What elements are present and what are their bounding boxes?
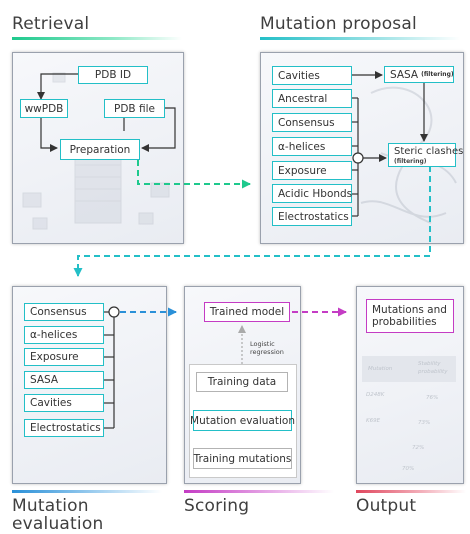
mutation-evaluation-underline (12, 490, 162, 493)
evaluation-arrows (104, 311, 115, 429)
proposal-feature-ancestral: Ancestral (272, 89, 352, 108)
output-underline (356, 490, 466, 493)
pdb-file-box: PDB file (104, 99, 165, 118)
trained-model-box: Trained model (204, 302, 290, 322)
row-2-prob: 72% (412, 445, 425, 451)
scoring-heading: Scoring (184, 496, 250, 516)
training-mutations-box: Training mutations (193, 448, 292, 469)
sasa-filter-box: SASA (filtering) (384, 66, 454, 83)
mutation-evaluation-heading-line1: Mutation (12, 496, 89, 516)
steric-clashes-box: Steric clashes (filtering) (388, 143, 463, 167)
proposal-merge-node (352, 152, 364, 164)
sasa-filter-note: (filtering) (421, 71, 454, 78)
output-heading: Output (356, 496, 417, 516)
mutation-evaluation-box: Mutation evaluation (190, 410, 295, 431)
evaluation-feature-consensus: Consensus (24, 303, 104, 321)
evaluation-feature-exposure: Exposure (24, 348, 104, 366)
regression-line2: regression (250, 348, 284, 356)
result-line2: probabilities (372, 316, 437, 328)
proposal-feature-exposure: Exposure (272, 161, 352, 180)
row-0-prob: 76% (426, 395, 439, 401)
retrieval-heading: Retrieval (12, 14, 90, 34)
row-3-prob: 70% (402, 466, 415, 472)
sasa-label: SASA (390, 68, 419, 81)
evaluation-feature-cavities: Cavities (24, 394, 104, 412)
faded-results-table: Mutation Stability probability D248K 76%… (358, 350, 460, 478)
result-line1: Mutations and (372, 304, 447, 316)
row-0-mutation: D248K (366, 392, 385, 398)
proposal-feature-electrostatics: Electrostatics (272, 207, 352, 226)
evaluation-feature-electrostatics: Electrostatics (24, 419, 104, 437)
proposal-feature-acidic-hbonds: Acidic Hbonds (272, 184, 352, 203)
training-data-box: Training data (196, 372, 288, 392)
evaluation-feature-alpha-helices: α-helices (24, 326, 104, 344)
evaluation-merge-node (108, 306, 120, 318)
regression-line1: Logistic (250, 340, 275, 348)
pdb-id-box: PDB ID (78, 66, 148, 84)
preparation-box: Preparation (60, 139, 140, 160)
col-mutation-header: Mutation (368, 366, 393, 372)
proposal-feature-consensus: Consensus (272, 113, 352, 132)
steric-clashes-label: Steric clashes (394, 145, 464, 157)
proposal-arrows (352, 71, 428, 217)
mutation-proposal-heading: Mutation proposal (260, 14, 417, 34)
proposal-feature-alpha-helices: α-helices (272, 137, 352, 156)
retrieval-underline (12, 37, 182, 40)
row-1-mutation: K69E (366, 418, 381, 424)
mutations-probabilities-box: Mutations and probabilities (366, 299, 454, 333)
wwpdb-box: wwPDB (20, 99, 68, 118)
retrieval-to-proposal-arrow (137, 160, 251, 189)
evaluation-feature-sasa: SASA (24, 371, 104, 389)
steric-filter-note: (filtering) (394, 157, 427, 165)
retrieval-arrows (37, 73, 176, 152)
row-1-prob: 73% (418, 420, 431, 426)
mutation-proposal-underline (260, 37, 460, 40)
proposal-feature-cavities: Cavities (272, 66, 352, 85)
mutation-evaluation-heading-line2: evaluation (12, 514, 104, 534)
scoring-underline (184, 490, 334, 493)
proposal-to-evaluation-arrow (73, 166, 431, 277)
col-stability-header-line1: Stability (418, 361, 441, 367)
server-illustration (22, 72, 170, 230)
col-stability-header-line2: probability (418, 369, 448, 375)
logistic-regression-note: Logistic regression (250, 340, 284, 356)
